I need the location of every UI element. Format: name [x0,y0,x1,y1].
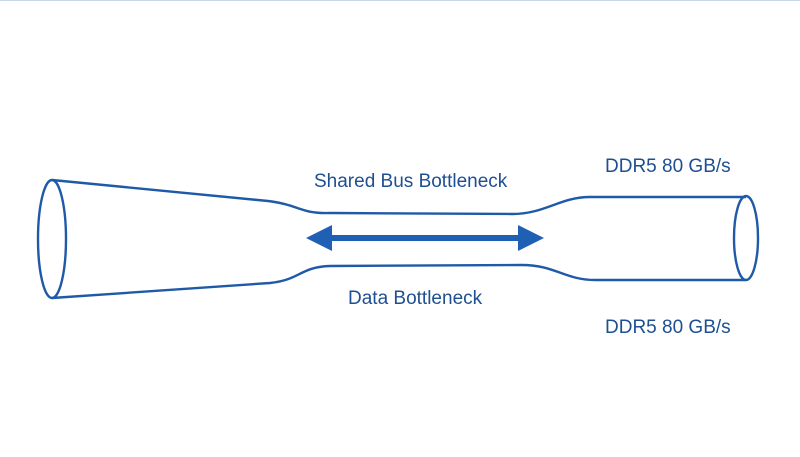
data-bottleneck-label: Data Bottleneck [348,288,483,309]
right-pipe-opening [732,194,760,282]
left-pipe-opening [36,178,68,300]
ddr5-bandwidth-label-top: DDR5 80 GB/s [605,156,731,177]
pipe-bottom-outline [51,263,746,300]
pipe-top-outline [51,178,746,216]
ddr5-bandwidth-label-bottom: DDR5 80 GB/s [605,317,731,338]
shared-bus-bottleneck-label: Shared Bus Bottleneck [314,171,508,192]
double-headed-arrow-icon [306,225,544,251]
